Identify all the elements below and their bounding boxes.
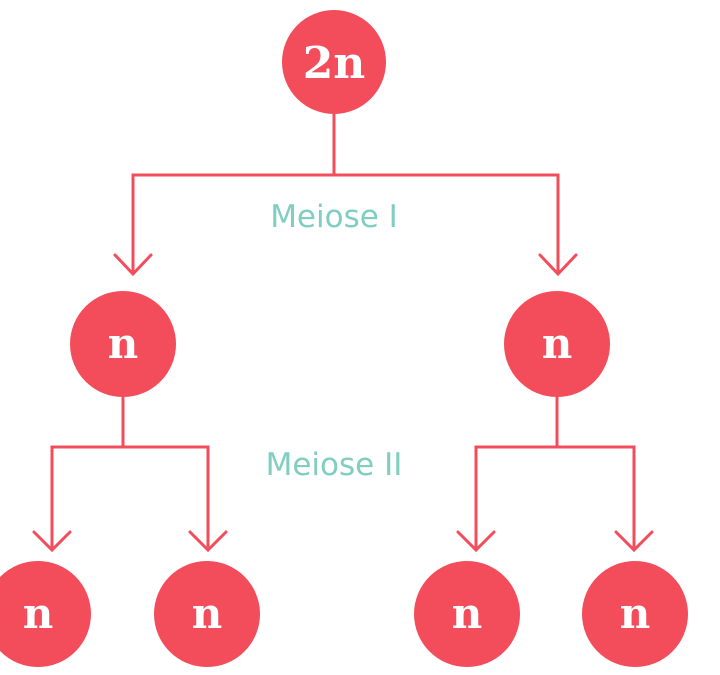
connector-left-to-level2: [50, 393, 210, 548]
stage-label-meiose-2: Meiose II: [266, 447, 403, 483]
arrowhead-level2-c: [456, 530, 496, 553]
arrowhead-level1-left: [113, 253, 153, 277]
node-level2-a-label: n: [23, 589, 54, 638]
node-level2-b: n: [154, 561, 260, 667]
node-root: 2n: [282, 10, 386, 114]
node-level2-b-label: n: [192, 589, 223, 638]
node-root-label: 2n: [303, 38, 366, 89]
connector-right-to-level2: [474, 393, 636, 548]
node-level1-left-circle: [70, 291, 176, 397]
node-level1-left-label: n: [108, 319, 139, 368]
node-level1-left: n: [70, 291, 176, 397]
node-level2-d: n: [582, 561, 688, 667]
node-level2-d-circle: [582, 561, 688, 667]
node-level1-right: n: [504, 291, 610, 397]
stage-label-meiose-1: Meiose I: [270, 199, 398, 235]
node-level2-c-circle: [414, 561, 520, 667]
node-level2-c-label: n: [452, 589, 483, 638]
arrowhead-level2-b: [188, 530, 228, 553]
node-level1-right-label: n: [542, 319, 573, 368]
node-root-circle: [282, 10, 386, 114]
node-level2-c: n: [414, 561, 520, 667]
arrowhead-level2-d: [614, 530, 654, 553]
node-level2-a-circle: [0, 561, 91, 667]
node-level2-a: n: [0, 561, 91, 667]
node-level2-d-label: n: [620, 589, 651, 638]
node-level2-b-circle: [154, 561, 260, 667]
arrowhead-level1-right: [538, 253, 578, 277]
connector-root-to-level1: [131, 93, 560, 272]
node-level1-right-circle: [504, 291, 610, 397]
arrowhead-level2-a: [32, 530, 72, 553]
